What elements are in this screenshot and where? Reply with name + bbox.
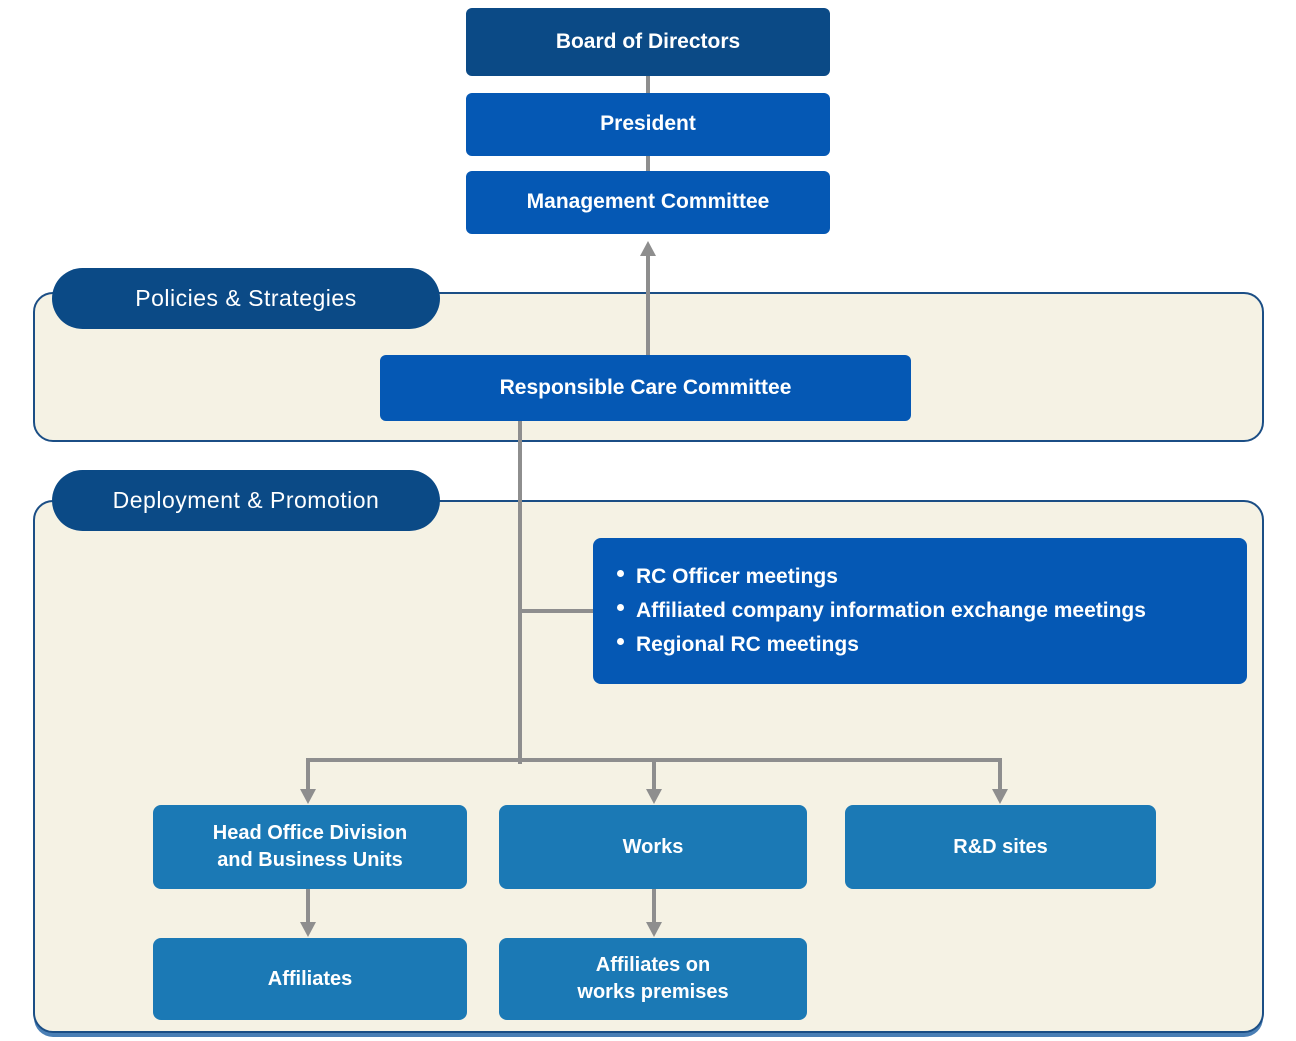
- list-item: RC Officer meetings: [617, 560, 1223, 594]
- meeting-item-label: RC Officer meetings: [636, 565, 838, 588]
- bullet-icon: [617, 637, 624, 645]
- node-responsible-care-committee: Responsible Care Committee: [380, 355, 911, 421]
- node-president: President: [466, 93, 830, 156]
- deployment-section-label: Deployment & Promotion: [52, 470, 440, 531]
- list-item: Affiliated company information exchange …: [617, 594, 1223, 628]
- policies-section-label-text: Policies & Strategies: [135, 285, 357, 311]
- node-management-committee: Management Committee: [466, 171, 830, 234]
- connector-to-head-office: [306, 758, 310, 790]
- connector-rc-trunk: [518, 420, 522, 764]
- arrow-down-icon: [646, 922, 662, 937]
- connector-to-rd-sites: [998, 758, 1002, 790]
- connector-rc-management: [646, 254, 650, 356]
- node-head-office-division: Head Office Division and Business Units: [153, 805, 467, 889]
- deployment-section-label-text: Deployment & Promotion: [112, 487, 380, 513]
- meeting-item-label: Affiliated company information exchange …: [636, 599, 1146, 622]
- bullet-icon: [617, 569, 624, 577]
- meeting-item-label: Regional RC meetings: [636, 633, 859, 656]
- connector-to-works: [652, 758, 656, 790]
- meetings-list-box: RC Officer meetings Affiliated company i…: [593, 538, 1247, 684]
- arrow-down-icon: [646, 789, 662, 804]
- list-item: Regional RC meetings: [617, 628, 1223, 662]
- arrow-down-icon: [992, 789, 1008, 804]
- connector-president-management: [646, 155, 650, 172]
- arrow-up-icon: [640, 241, 656, 256]
- node-board-of-directors: Board of Directors: [466, 8, 830, 76]
- node-rd-sites: R&D sites: [845, 805, 1156, 889]
- meetings-list: RC Officer meetings Affiliated company i…: [617, 560, 1223, 662]
- arrow-down-icon: [300, 789, 316, 804]
- connector-branch-meetings: [518, 609, 595, 613]
- policies-section-label: Policies & Strategies: [52, 268, 440, 329]
- node-works: Works: [499, 805, 807, 889]
- node-affiliates-on-works-premises: Affiliates on works premises: [499, 938, 807, 1020]
- connector-works-affiliates: [652, 889, 656, 923]
- connector-board-president: [646, 76, 650, 94]
- connector-headoffice-affiliates: [306, 889, 310, 923]
- arrow-down-icon: [300, 922, 316, 937]
- bullet-icon: [617, 603, 624, 611]
- node-affiliates: Affiliates: [153, 938, 467, 1020]
